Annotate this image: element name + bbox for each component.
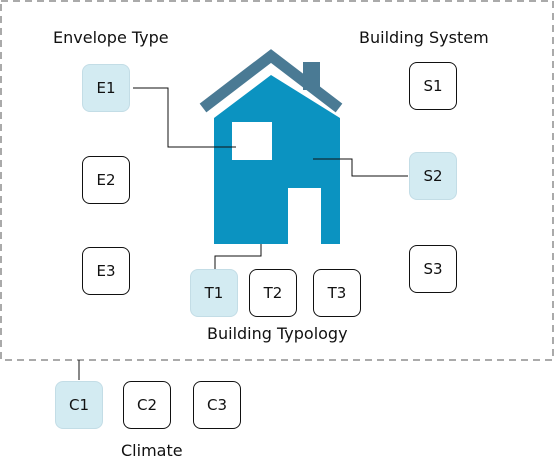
- house-icon: [199, 49, 343, 244]
- box-t2: T2: [249, 269, 297, 317]
- box-t1: T1: [190, 269, 238, 317]
- label-building-typology: Building Typology: [207, 324, 348, 343]
- label-building-system: Building System: [359, 28, 489, 47]
- window: [232, 122, 272, 160]
- box-c2: C2: [123, 381, 171, 429]
- box-s1: S1: [409, 62, 457, 110]
- box-t3: T3: [313, 269, 361, 317]
- connector-s2: [313, 158, 408, 177]
- house-body: [214, 75, 340, 244]
- label-envelope-type: Envelope Type: [53, 28, 169, 47]
- box-c1: C1: [55, 381, 103, 429]
- box-e2: E2: [82, 156, 130, 204]
- box-e1: E1: [82, 64, 130, 112]
- connector-e1: [133, 87, 236, 148]
- box-e3: E3: [82, 247, 130, 295]
- roof: [199, 49, 343, 113]
- box-s2: S2: [409, 152, 457, 200]
- box-s3: S3: [409, 245, 457, 293]
- box-c3: C3: [193, 381, 241, 429]
- system-boundary: [0, 0, 554, 361]
- connector-t1: [214, 244, 262, 270]
- label-climate: Climate: [121, 441, 183, 460]
